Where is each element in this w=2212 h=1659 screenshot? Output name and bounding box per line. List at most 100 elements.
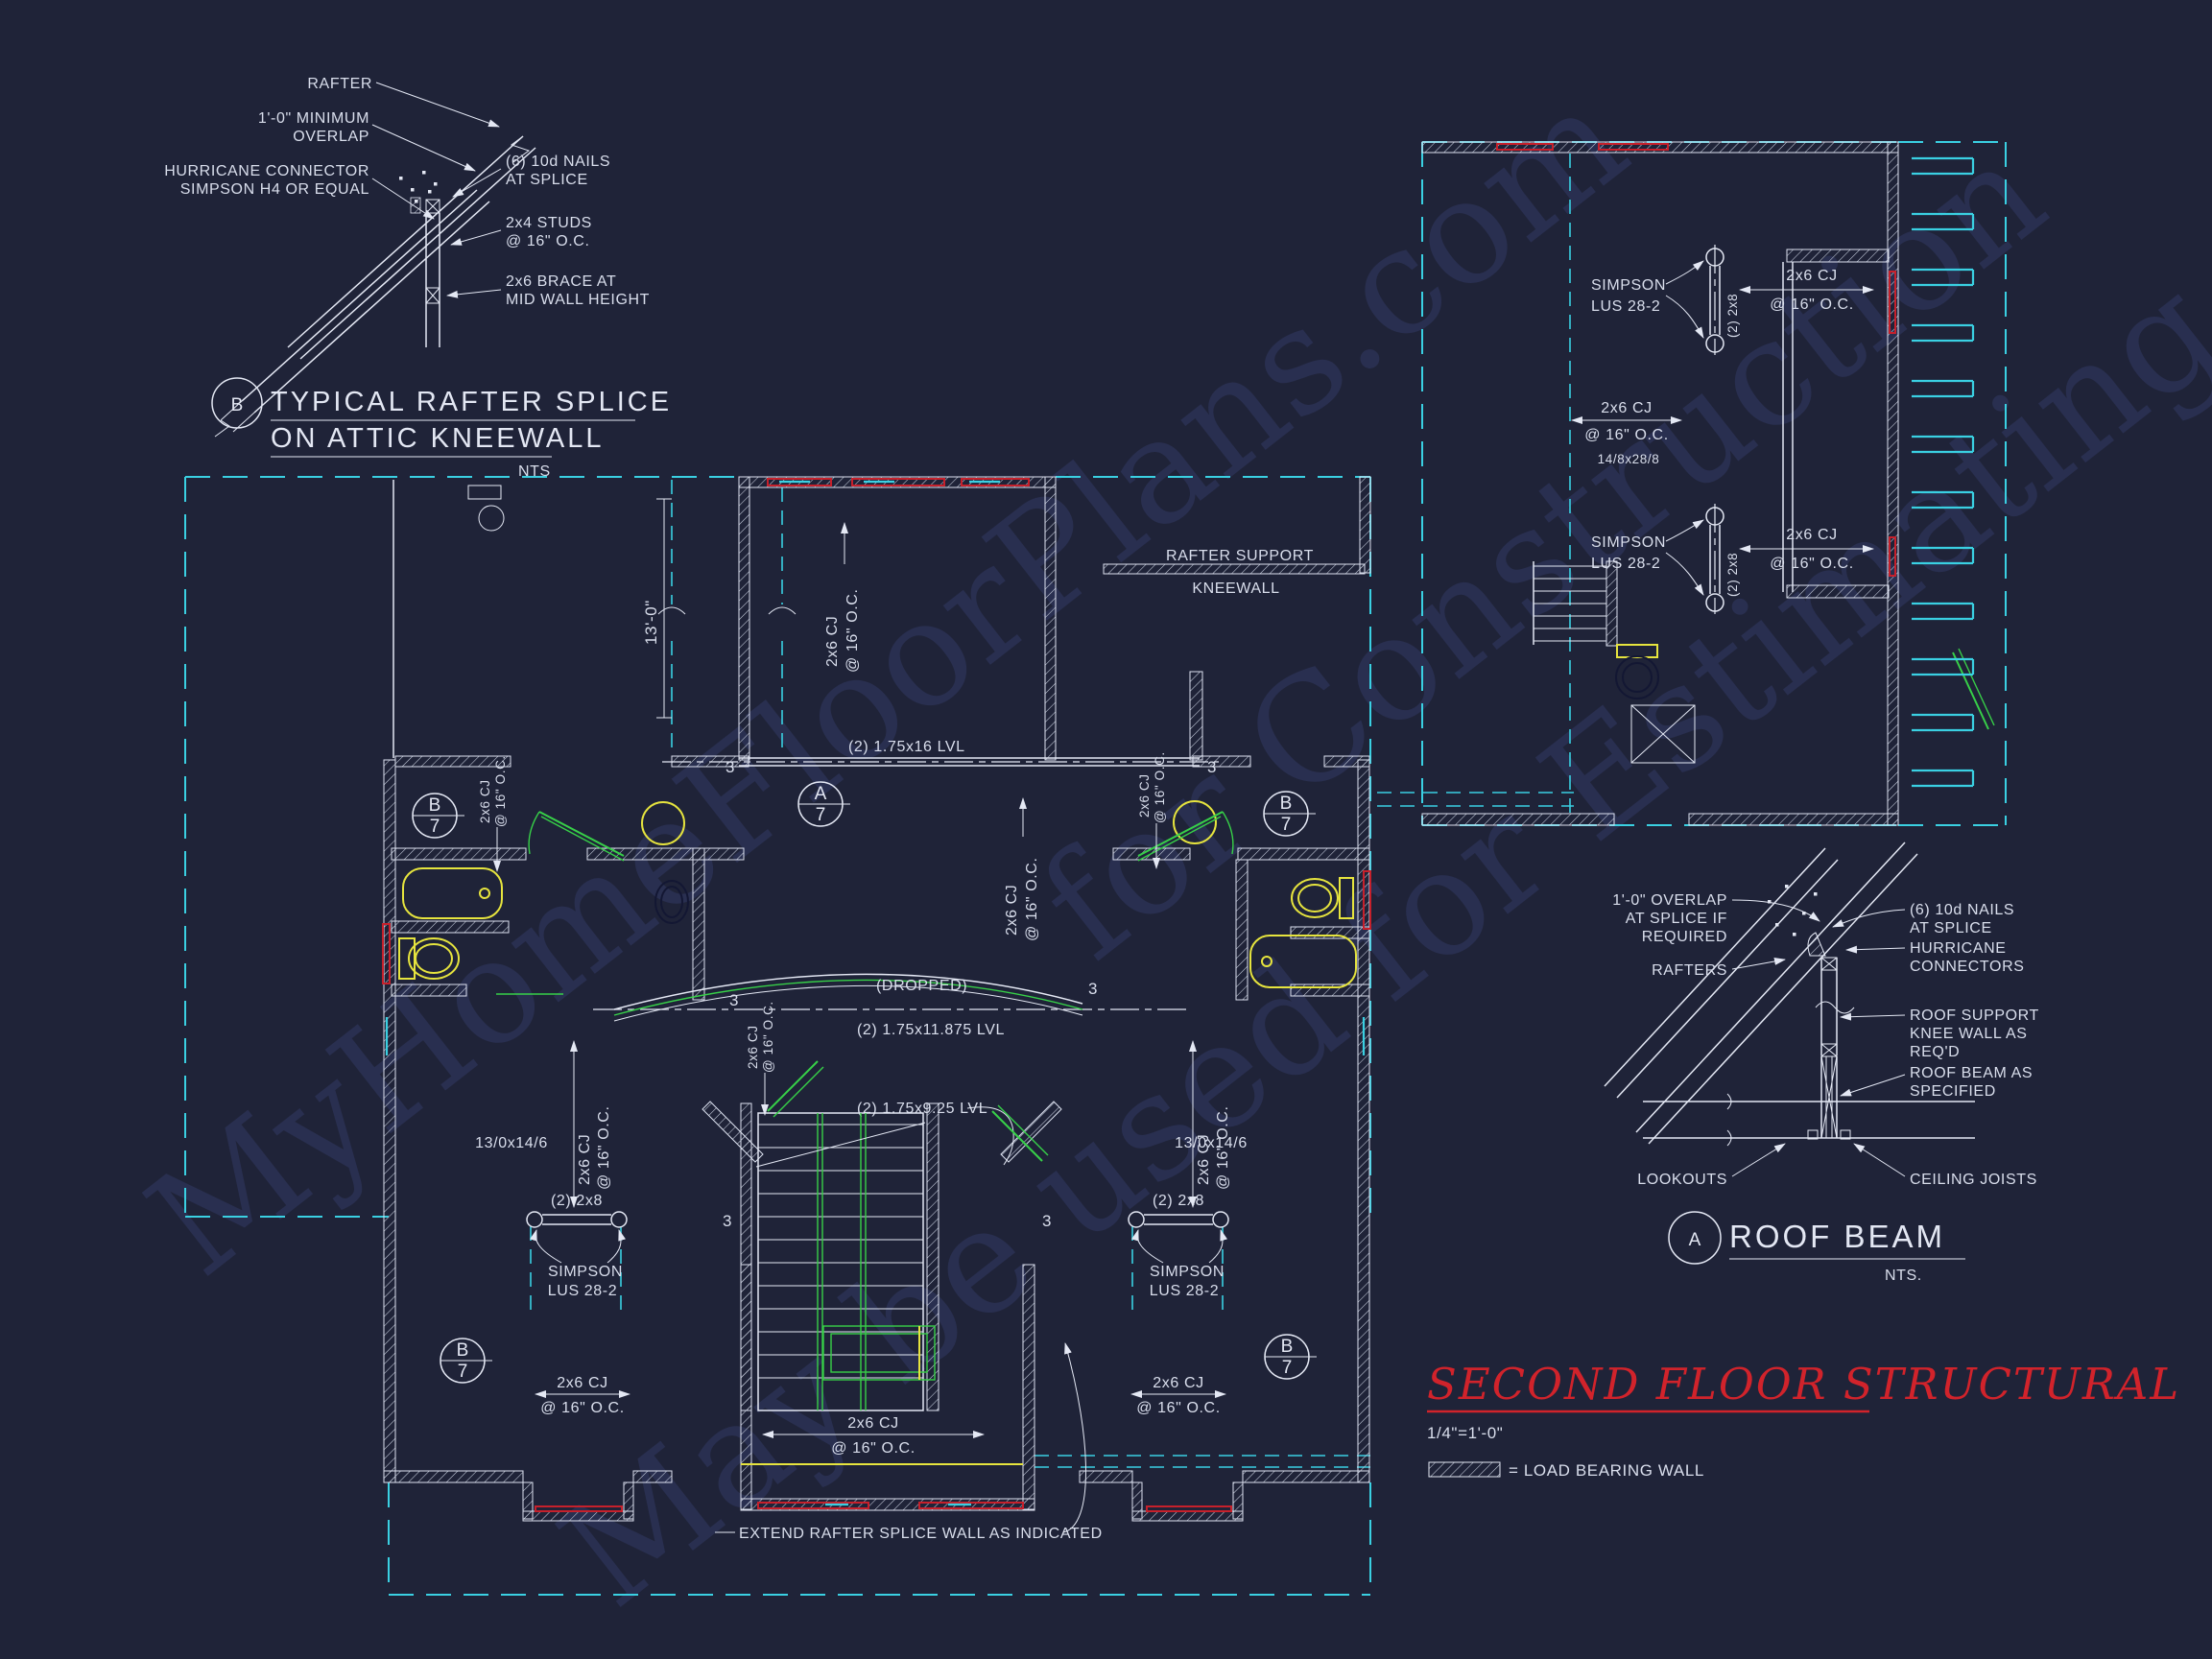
svg-text:7: 7: [816, 805, 826, 825]
label-overlap-1: 1'-0" MINIMUM: [258, 110, 369, 127]
bathtub-right: [1249, 935, 1357, 988]
joist-label: 2x6 CJ: [1786, 268, 1837, 284]
detail-a-roof-beam: 1'-0" OVERLAP AT SPLICE IF REQUIRED (6) …: [1604, 841, 2039, 1284]
joist-labels: 2x6 CJ @ 16" O.C. 2x6 CJ @ 16" O.C. 2x6 …: [478, 522, 1231, 1457]
right-plan-bath: [1615, 644, 1995, 764]
svg-text:7: 7: [430, 817, 440, 837]
label-hurricane-1: HURRICANE: [1910, 940, 2007, 957]
joist-label: 2x6 CJ: [847, 1415, 898, 1432]
main-floor-plan: (2) 1.75x16 LVL 3 3 (DROPPED) (2) 1.75x1…: [184, 476, 1574, 1596]
joist-label: @ 16" O.C.: [1770, 556, 1854, 572]
sink-left: [641, 801, 685, 845]
label-lvl9: (2) 1.75x9.25 LVL: [857, 1101, 987, 1117]
label-lookouts: LOOKOUTS: [1637, 1172, 1727, 1188]
sheet-title: SECOND FLOOR STRUCTURAL: [1427, 1359, 2180, 1410]
label-overlap-3: REQUIRED: [1642, 929, 1727, 945]
joist-label: 2x6 CJ: [746, 1025, 760, 1069]
detail-a-drawing: [1604, 841, 1975, 1177]
label-kneewall-1: ROOF SUPPORT: [1910, 1007, 2039, 1024]
label-studs-2: @ 16" O.C.: [506, 233, 590, 249]
label-2x8: (2) 2x8: [1725, 553, 1740, 597]
section-marker-b2: B 7: [1263, 791, 1316, 837]
label-kneewall-3: REQ'D: [1910, 1044, 1960, 1060]
label-hanger-1: SIMPSON: [1150, 1264, 1225, 1280]
svg-text:B: B: [1281, 1337, 1294, 1357]
label-hanger-2: LUS 28-2: [1150, 1283, 1219, 1299]
label-hurricane-2: CONNECTORS: [1910, 959, 2025, 975]
label-nails-2: AT SPLICE: [1910, 920, 1992, 936]
section-markers: B 7 A 7 B 7 B 7 B 7: [412, 781, 1317, 1384]
room-size-upper: 14/8x28/8: [1598, 452, 1660, 466]
shower: [1630, 704, 1696, 764]
hurricane-connector-shape: [1807, 932, 1826, 957]
label-rafter: RAFTER: [307, 76, 372, 92]
beams: (2) 1.75x16 LVL 3 3 (DROPPED) (2) 1.75x1…: [593, 739, 1219, 1230]
joist-label: 2x6 CJ: [824, 616, 841, 667]
label-hanger-2: LUS 28-2: [1591, 298, 1660, 315]
label-hurricane-1: HURRICANE CONNECTOR: [164, 163, 369, 179]
label-nails-1: (6) 10d NAILS: [1910, 902, 2014, 918]
joist-label: 2x6 CJ: [1196, 1134, 1212, 1185]
label-overlap-2: OVERLAP: [293, 129, 369, 145]
label-brace-2: MID WALL HEIGHT: [506, 292, 650, 308]
svg-text:A: A: [815, 784, 827, 804]
detail-a-scale: NTS.: [1885, 1268, 1922, 1284]
label-kneewall-2: KNEE WALL AS: [1910, 1026, 2028, 1042]
joist-label: 2x6 CJ: [557, 1375, 607, 1391]
section-marker-b4: B 7: [1264, 1334, 1317, 1380]
detail-b-scale: NTS: [518, 463, 551, 480]
joist-label: 2x6 CJ: [577, 1134, 593, 1185]
nail-dots: [399, 171, 438, 203]
fireplace: [822, 1325, 936, 1381]
detail-b-drawing: [214, 82, 536, 438]
tub-drain-left: [479, 888, 490, 899]
svg-text:B: B: [429, 795, 441, 816]
joist-label: @ 16" O.C.: [540, 1400, 625, 1416]
joist-label: @ 16" O.C.: [1770, 296, 1854, 313]
section-marker-a: A 7: [797, 781, 850, 827]
label-extend-note: EXTEND RAFTER SPLICE WALL AS INDICATED: [739, 1526, 1103, 1542]
joist-label: @ 16" O.C.: [1136, 1400, 1221, 1416]
label-hanger-1: SIMPSON: [1591, 534, 1666, 551]
title-block: SECOND FLOOR STRUCTURAL 1/4"=1'-0" = LOA…: [1427, 1359, 2180, 1480]
joist-label: @ 16" O.C.: [761, 1001, 775, 1073]
label-kneewall: KNEEWALL: [1192, 581, 1279, 597]
joist-label: @ 16" O.C.: [831, 1440, 916, 1457]
label-rafter-support: RAFTER SUPPORT: [1166, 548, 1314, 564]
label-nails-1: (6) 10d NAILS: [506, 154, 610, 170]
dim-text: 13'-0": [642, 600, 660, 645]
window-ticks: [385, 480, 1366, 1506]
joist-label: @ 16" O.C.: [596, 1106, 612, 1191]
beam-mark: 3: [725, 758, 735, 776]
flush-beam-left: (2) 2x8 SIMPSON LUS 28-2: [526, 1193, 628, 1299]
detail-a-title-text: ROOF BEAM: [1729, 1219, 1945, 1254]
kneewall-note: RAFTER SUPPORT KNEEWALL: [1166, 548, 1314, 597]
toilet-left: [398, 937, 460, 980]
joist-label: 2x6 CJ: [1786, 527, 1837, 543]
detail-a-marker: A: [1689, 1230, 1701, 1250]
detail-b-title-2: ON ATTIC KNEEWALL: [271, 423, 605, 454]
joist-label: @ 16" O.C.: [1153, 751, 1167, 823]
vanity-sink-left: [654, 880, 689, 924]
svg-text:7: 7: [458, 1362, 468, 1382]
joist-label: @ 16" O.C.: [1024, 858, 1040, 942]
joist-label: 2x6 CJ: [478, 779, 492, 823]
beam-mark: 3: [1088, 980, 1098, 998]
label-overlap-2: AT SPLICE IF: [1626, 911, 1727, 927]
label-hanger-1: SIMPSON: [548, 1264, 623, 1280]
beam-mark: 3: [1207, 758, 1217, 776]
label-hanger-2: LUS 28-2: [1591, 556, 1660, 572]
load-bearing-headers: [382, 478, 1371, 1512]
joist-label: 2x6 CJ: [1601, 400, 1652, 416]
extend-note: EXTEND RAFTER SPLICE WALL AS INDICATED: [715, 1342, 1103, 1542]
joist-label: @ 16" O.C.: [1215, 1106, 1231, 1191]
detail-b-title: B TYPICAL RAFTER SPLICE ON ATTIC KNEEWAL…: [211, 377, 669, 480]
detail-a-title: A ROOF BEAM NTS.: [1668, 1211, 1965, 1284]
bathtub-left: [402, 867, 503, 919]
right-plan-joists-room: 2x6 CJ @ 16" O.C. 14/8x28/8: [1571, 400, 1682, 466]
section-marker-b1: B 7: [412, 793, 464, 839]
label-rafters: RAFTERS: [1652, 962, 1727, 979]
detail-b-marker: B: [231, 395, 244, 415]
toilet-right: [1291, 877, 1354, 919]
